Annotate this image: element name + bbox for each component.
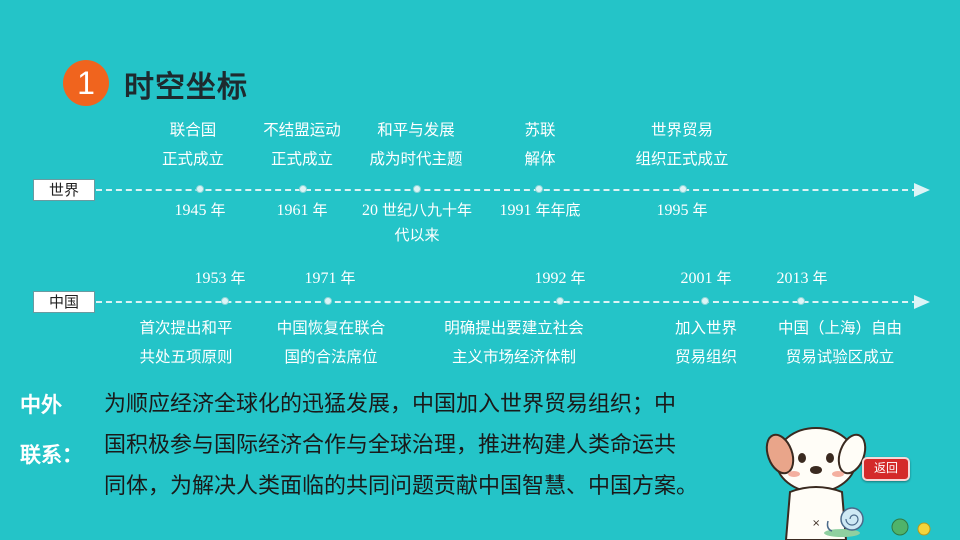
world-year-peace-development: 20 世纪八九十年 代以来 — [361, 201, 472, 244]
china-marker-2013 — [797, 297, 805, 305]
world-event-1945: 联合国正式成立 — [161, 121, 224, 168]
china-row-label: 中国 — [33, 291, 95, 313]
china-event-2001: 加入世界贸易组织 — [674, 319, 737, 366]
world-marker-peace-development — [413, 185, 421, 193]
china-event-1971: 中国恢复在联合国的合法席位 — [276, 319, 386, 366]
world-row-label: 世界 — [33, 179, 95, 201]
world-event-1995: 世界贸易组织正式成立 — [635, 121, 729, 168]
snail-decoration-icon — [824, 507, 931, 537]
world-event-1991: 苏联解体 — [524, 121, 556, 168]
world-year-1945: 1945 年 — [174, 201, 226, 219]
svg-text:×: × — [812, 518, 820, 529]
world-year-1995: 1995 年 — [656, 201, 708, 219]
section-number-badge: 1 — [63, 60, 109, 106]
world-marker-1995 — [679, 185, 687, 193]
world-axis-arrow — [914, 183, 930, 197]
summary-text: 为顺应经济全球化的迅猛发展，中国加入世界贸易组织；中 国积极参与国际经济合作与全… — [104, 392, 699, 499]
summary-label-line1: 中外 — [20, 393, 62, 417]
world-event-1961: 不结盟运动正式成立 — [263, 121, 341, 168]
china-marker-2001 — [701, 297, 709, 305]
section-title: 时空坐标 — [124, 70, 248, 105]
china-event-1953: 首次提出和平共处五项原则 — [139, 319, 233, 366]
china-axis-arrow — [914, 295, 930, 309]
china-event-2013: 中国（上海）自由贸易试验区成立 — [777, 319, 902, 366]
china-event-1992: 明确提出要建立社会主义市场经济体制 — [444, 319, 584, 366]
china-marker-1992 — [556, 297, 564, 305]
back-button[interactable]: 返回 — [862, 457, 910, 481]
china-year-1953: 1953 年 — [194, 269, 246, 287]
china-axis-line — [96, 301, 918, 303]
world-event-peace-development: 和平与发展成为时代主题 — [369, 121, 463, 168]
china-year-2001: 2001 年 — [680, 269, 732, 287]
world-year-1961: 1961 年 — [276, 201, 328, 219]
china-marker-1971 — [324, 297, 332, 305]
china-year-1992: 1992 年 — [534, 269, 586, 287]
china-year-2013: 2013 年 — [776, 269, 828, 287]
world-marker-1961 — [299, 185, 307, 193]
world-axis-line — [96, 189, 918, 191]
cartoon-dog-mascot-icon: × — [765, 427, 867, 540]
world-marker-1991 — [535, 185, 543, 193]
world-marker-1945 — [196, 185, 204, 193]
world-year-1991: 1991 年年底 — [499, 201, 581, 219]
china-year-1971: 1971 年 — [304, 269, 356, 287]
summary-label-line2: 联系： — [20, 443, 83, 467]
china-marker-1953 — [221, 297, 229, 305]
